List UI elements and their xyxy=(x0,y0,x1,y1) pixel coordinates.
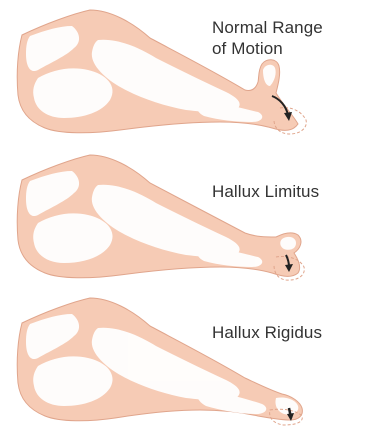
label-normal-range: Normal Range of Motion xyxy=(212,17,323,59)
rigidus-panel: Hallux Rigidus xyxy=(0,288,378,428)
foot-limitus xyxy=(0,145,378,285)
limitus-panel: Hallux Limitus xyxy=(0,145,378,285)
normal-panel: Normal Range of Motion xyxy=(0,0,378,140)
label-hallux-rigidus: Hallux Rigidus xyxy=(212,322,322,343)
label-hallux-limitus: Hallux Limitus xyxy=(212,181,319,202)
foot-rigidus xyxy=(0,288,378,428)
